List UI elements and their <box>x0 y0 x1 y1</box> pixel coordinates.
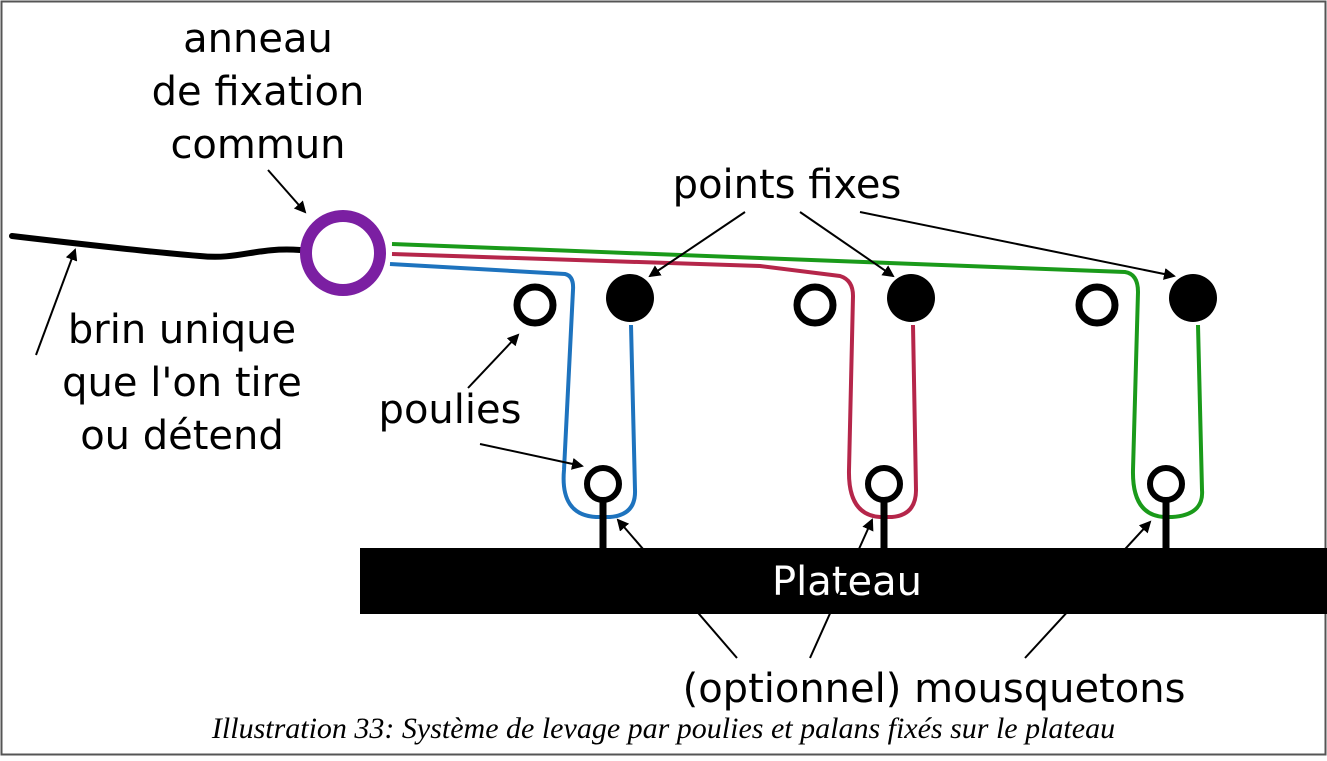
pulley-icon <box>513 283 557 327</box>
carabiner-arrow <box>809 518 874 659</box>
fixed-point-arrow <box>799 211 895 278</box>
carabiners-label: (optionnel) mousquetons <box>683 666 1186 712</box>
plateau-label: Plateau <box>772 559 922 605</box>
pulley-icon <box>1075 283 1119 327</box>
fixed-point-icon <box>887 274 935 322</box>
carabiner-arrow <box>1024 520 1152 659</box>
figure-caption: Illustration 33: Système de levage par p… <box>211 712 1116 745</box>
rope-red <box>391 252 918 519</box>
strand-label-line2: que l'on tire <box>62 360 302 406</box>
strand-label-line3: ou détend <box>80 413 284 459</box>
fixed-point-arrow <box>648 211 746 278</box>
pulleys-label: poulies <box>379 387 522 433</box>
carabiner-icon <box>584 465 622 503</box>
pulley-icon <box>793 283 837 327</box>
pulley-arrow <box>479 443 584 470</box>
rope-green <box>391 242 1205 519</box>
fixed-point-icon <box>1169 274 1217 322</box>
carabiner-arrow <box>616 518 738 659</box>
single-strand-rope <box>9 233 303 260</box>
pulley-arrow <box>467 333 520 389</box>
ring-label-line1: anneau <box>183 16 333 62</box>
carabiner-icon <box>865 465 903 503</box>
fixed-point-icon <box>606 274 654 322</box>
fixed-point-arrow <box>859 211 1176 280</box>
ring-label-line2: de fixation <box>152 69 365 115</box>
fixed-points-label: points fixes <box>673 162 902 208</box>
ring-icon <box>300 210 386 296</box>
strand-label-line1: brin unique <box>68 307 296 353</box>
strand-pointer-arrow <box>35 248 78 356</box>
ring-label-line3: commun <box>170 122 345 168</box>
carabiner-icon <box>1147 465 1185 503</box>
rope-blue <box>389 262 638 519</box>
ring-pointer-arrow <box>267 169 307 214</box>
